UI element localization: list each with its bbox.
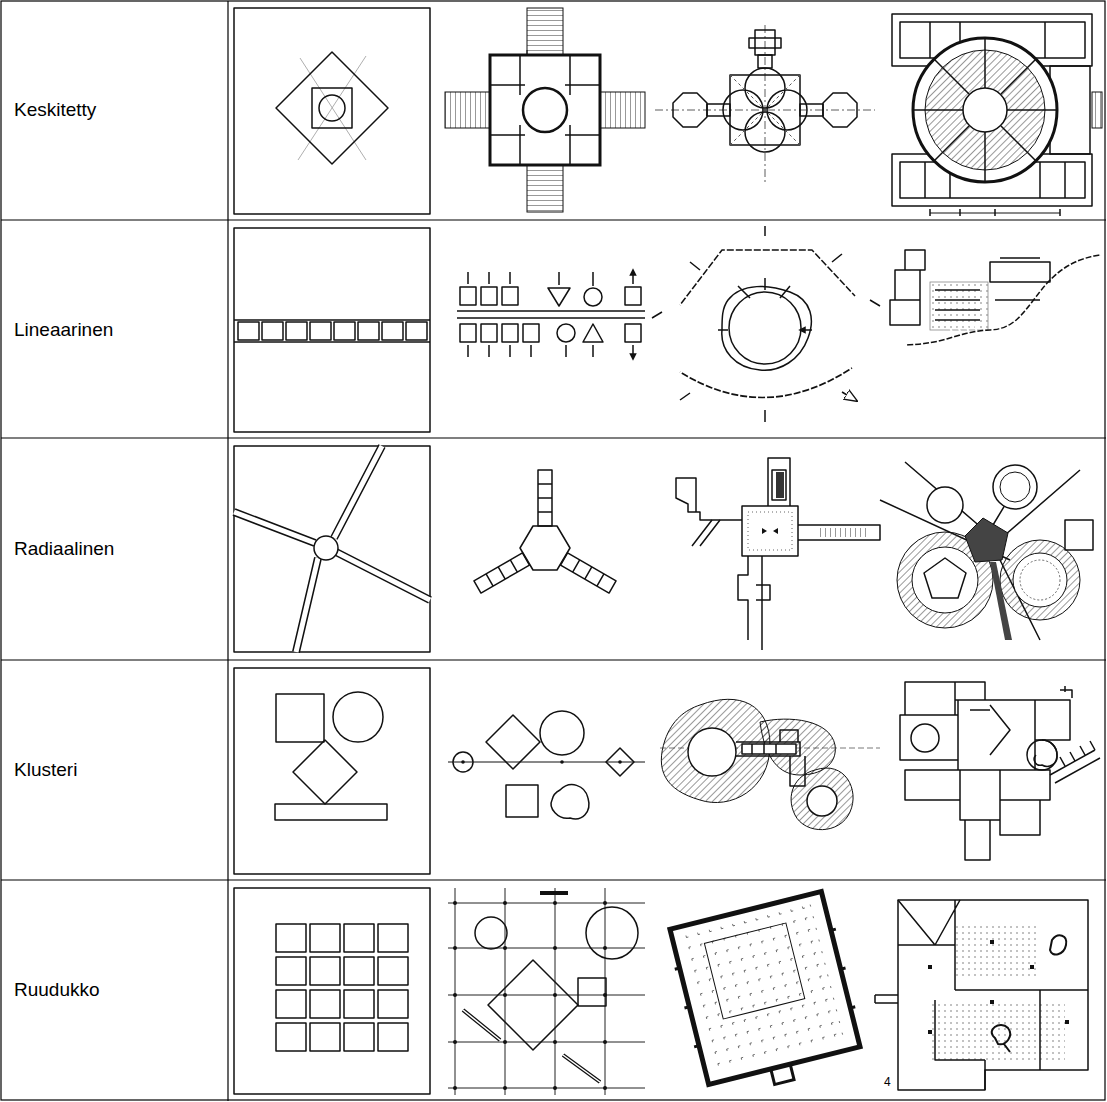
house-grid-plan — [875, 900, 1088, 1090]
grid-sketches — [234, 888, 1088, 1101]
figure-number: 4 — [884, 1075, 891, 1089]
linear-sketches — [234, 226, 1100, 432]
row-label: Radiaalinen — [14, 538, 114, 560]
row-label: Lineaarinen — [14, 319, 113, 341]
centralised-sketches — [234, 8, 1102, 216]
cluster-sketches — [234, 668, 1100, 874]
hall-plan — [665, 890, 869, 1101]
house-plan — [900, 682, 1100, 860]
radial-sketches — [234, 446, 1093, 652]
row-label: Ruudukko — [14, 979, 100, 1001]
pentagon-plan — [880, 462, 1093, 640]
row-label: Keskitetty — [14, 99, 96, 121]
row-label: Klusteri — [14, 759, 77, 781]
